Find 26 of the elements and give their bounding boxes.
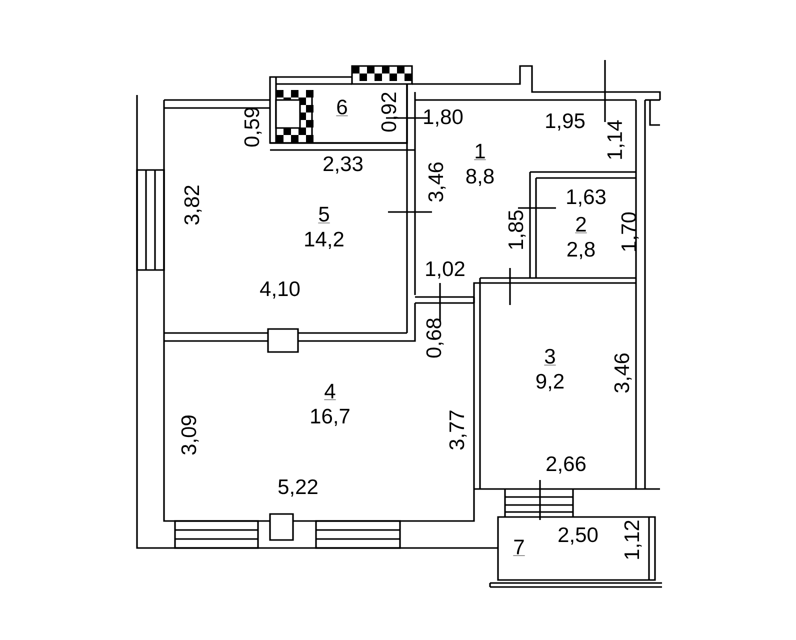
dimension-label: 1,02 — [426, 261, 464, 279]
dimension-label: 3,46 — [428, 162, 446, 202]
dimension-label: 0,59 — [244, 108, 262, 147]
room-label: 2 2,8 — [567, 216, 595, 260]
dimension-label: 1,12 — [624, 520, 642, 559]
dimension-label: 3,77 — [449, 410, 467, 450]
dimension-label: 1,95 — [546, 113, 585, 131]
dimension-label: 0,68 — [426, 318, 444, 358]
dimension-label: 3,09 — [181, 416, 199, 455]
dimension-label: 1,85 — [508, 210, 526, 249]
dimension-label: 3,46 — [614, 353, 632, 393]
room-label: 6 — [336, 100, 348, 116]
dimension-label: 2,33 — [324, 156, 363, 174]
room-label: 7 — [512, 540, 526, 556]
dimension-label: 3,82 — [184, 186, 202, 225]
room-label: 5 14,2 — [305, 206, 344, 250]
room-label: 4 16,7 — [311, 384, 350, 426]
dimension-label: 1,14 — [607, 120, 625, 159]
dimension-label: 1,80 — [424, 109, 463, 127]
dimension-label: 0,92 — [381, 92, 399, 132]
dimension-label: 2,66 — [546, 456, 586, 474]
dimension-label: 2,50 — [558, 527, 598, 545]
dimension-label: 5,22 — [278, 479, 318, 497]
room-label: 1 8,8 — [466, 144, 494, 186]
dimension-label: 4,10 — [260, 281, 300, 299]
room-label: 3 9,2 — [536, 348, 564, 392]
